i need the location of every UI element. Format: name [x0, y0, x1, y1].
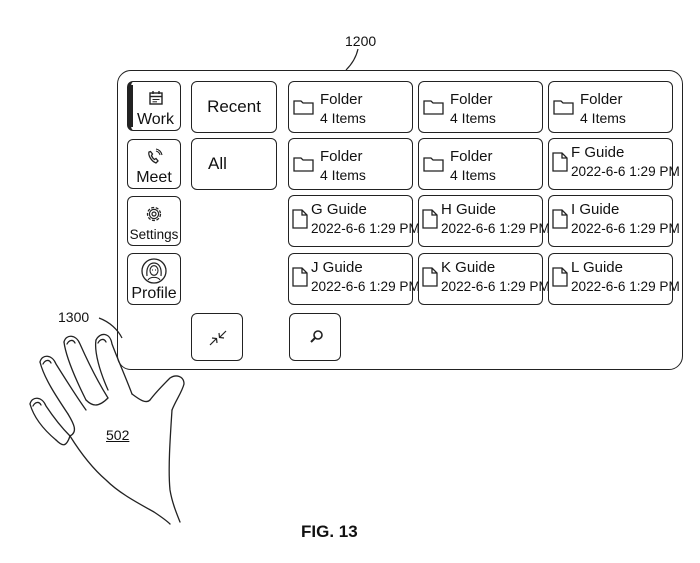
tile-title: Folder	[320, 148, 363, 165]
collapse-button[interactable]	[191, 313, 243, 361]
document-icon	[422, 209, 438, 229]
folder-tile[interactable]: Folder 4 Items	[418, 138, 543, 190]
folder-icon	[423, 157, 444, 172]
document-icon	[552, 267, 568, 287]
document-icon	[422, 267, 438, 287]
document-tile[interactable]: I Guide 2022-6-6 1:29 PM	[548, 195, 680, 247]
folder-icon	[423, 100, 444, 115]
document-icon	[292, 267, 308, 287]
folder-tile[interactable]: Folder 4 Items	[288, 81, 413, 133]
selected-indicator-bar	[131, 85, 133, 127]
ref-numeral-1300: 1300	[58, 309, 90, 325]
tile-title: F Guide	[571, 144, 625, 161]
tile-title: G Guide	[311, 201, 367, 218]
tile-title: Folder	[320, 91, 363, 108]
folder-icon	[293, 157, 314, 172]
recent-filter-label: Recent	[207, 97, 261, 116]
ref-numeral-502: 502	[106, 427, 130, 443]
document-icon	[552, 152, 568, 172]
tile-subtitle: 2022-6-6 1:29 PM	[571, 164, 680, 179]
calendar-icon	[148, 91, 163, 105]
tile-subtitle: 4 Items	[320, 167, 366, 183]
document-icon	[552, 209, 568, 229]
all-filter-button[interactable]: All	[191, 138, 277, 190]
all-filter-label: All	[208, 154, 227, 173]
tile-title: Folder	[450, 148, 493, 165]
gear-icon	[146, 206, 162, 222]
sidebar-item-label: Profile	[131, 285, 177, 302]
figure-caption: FIG. 13	[301, 522, 358, 541]
tile-title: Folder	[580, 91, 623, 108]
sidebar-item-work[interactable]: Work	[127, 81, 181, 131]
folder-tile[interactable]: Folder 4 Items	[418, 81, 543, 133]
tile-title: J Guide	[311, 259, 363, 276]
sidebar-item-label: Meet	[136, 169, 172, 186]
search-icon	[310, 330, 323, 343]
search-button[interactable]	[289, 313, 341, 361]
tile-title: Folder	[450, 91, 493, 108]
recent-filter-button[interactable]: Recent	[191, 81, 277, 133]
folder-icon	[293, 100, 314, 115]
tile-subtitle: 2022-6-6 1:29 PM	[441, 221, 550, 236]
tile-title: I Guide	[571, 201, 620, 218]
tile-subtitle: 2022-6-6 1:29 PM	[441, 279, 550, 294]
sidebar-item-meet[interactable]: Meet	[127, 139, 181, 189]
phone-icon	[148, 148, 163, 164]
document-tile[interactable]: L Guide 2022-6-6 1:29 PM	[548, 253, 680, 305]
tile-subtitle: 2022-6-6 1:29 PM	[311, 279, 420, 294]
folder-tile[interactable]: Folder 4 Items	[548, 81, 673, 133]
sidebar-item-settings[interactable]: Settings	[127, 196, 181, 246]
document-tile[interactable]: G Guide 2022-6-6 1:29 PM	[288, 195, 420, 247]
tile-subtitle: 2022-6-6 1:29 PM	[311, 221, 420, 236]
avatar-icon	[141, 258, 167, 284]
folder-icon	[553, 100, 574, 115]
ui-window-frame	[117, 70, 683, 370]
document-tile[interactable]: H Guide 2022-6-6 1:29 PM	[418, 195, 550, 247]
document-tile[interactable]: F Guide 2022-6-6 1:29 PM	[548, 138, 680, 190]
tile-subtitle: 4 Items	[450, 167, 496, 183]
tile-title: K Guide	[441, 259, 496, 276]
tile-title: L Guide	[571, 259, 623, 276]
collapse-arrows-icon	[209, 330, 227, 346]
sidebar-item-profile[interactable]: Profile	[127, 253, 181, 305]
tile-subtitle: 4 Items	[450, 110, 496, 126]
ref-numeral-1200: 1200	[345, 33, 377, 49]
document-tile[interactable]: K Guide 2022-6-6 1:29 PM	[418, 253, 550, 305]
document-tile[interactable]: J Guide 2022-6-6 1:29 PM	[288, 253, 420, 305]
tile-title: H Guide	[441, 201, 497, 218]
tile-subtitle: 4 Items	[580, 110, 626, 126]
folder-tile[interactable]: Folder 4 Items	[288, 138, 413, 190]
tile-subtitle: 4 Items	[320, 110, 366, 126]
sidebar-item-label: Work	[136, 111, 175, 128]
sidebar-item-label: Settings	[129, 227, 179, 242]
tile-subtitle: 2022-6-6 1:29 PM	[571, 221, 680, 236]
tile-subtitle: 2022-6-6 1:29 PM	[571, 279, 680, 294]
document-icon	[292, 209, 308, 229]
